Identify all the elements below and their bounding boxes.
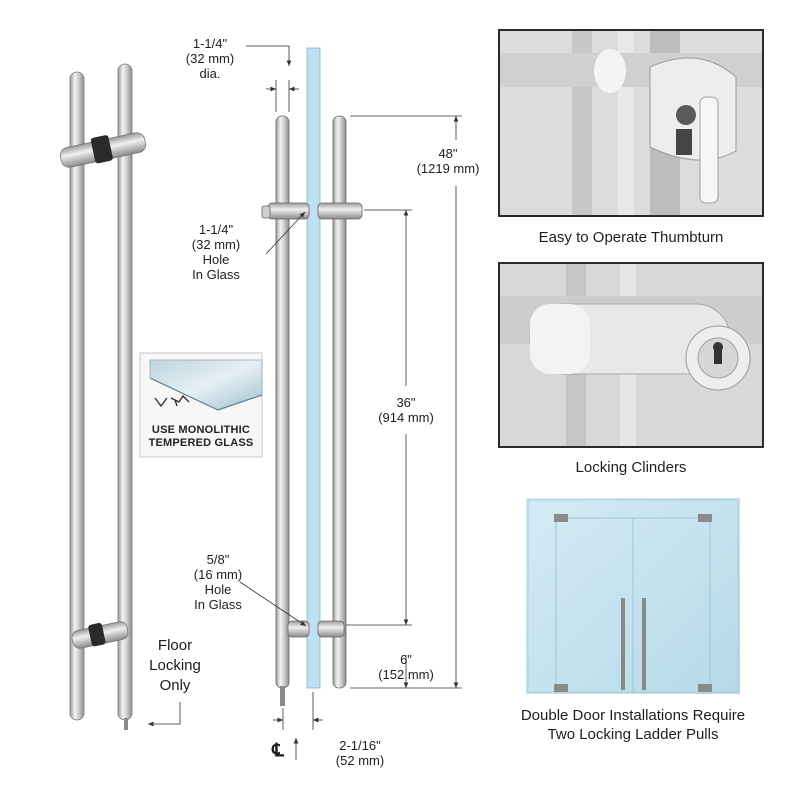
thumbturn-photo: [498, 29, 764, 217]
floor-bolt: [124, 718, 128, 730]
floor-bolt-elevation: [280, 686, 285, 706]
elevation-view: [261, 47, 363, 706]
center-span-label: 36" (914 mm): [378, 395, 434, 425]
upper-glass-gasket: [90, 135, 113, 164]
glass-badge-text: USE MONOLITHIC TEMPERED GLASS: [148, 424, 254, 449]
cylinders-caption: Locking Clinders: [575, 459, 687, 476]
standoff-label: 2-1/16" (52 mm): [335, 738, 385, 768]
dimension-lines: [148, 45, 462, 760]
lower-clamp-inside: [287, 620, 310, 638]
pipe-diameter-label: 1-1/4" (32 mm) dia.: [185, 36, 235, 81]
outside-pipe: [332, 115, 347, 689]
thumbturn-knob: [261, 205, 271, 219]
upper-clamp-inside: [267, 202, 310, 220]
lower-hole-label: 5/8" (16 mm) Hole In Glass: [193, 552, 243, 612]
bottom-offset-label: 6" (152 mm): [378, 652, 434, 682]
overall-length-label: 48" (1219 mm): [416, 146, 480, 176]
inside-pipe: [275, 115, 290, 689]
lower-clamp-outside: [317, 620, 345, 638]
upper-clamp-outside: [317, 202, 363, 220]
double-door-caption: Double Door Installations Require Two Lo…: [520, 707, 746, 743]
centerline-symbol: ℄: [272, 740, 284, 760]
floor-locking-note: Floor Locking Only: [149, 637, 201, 694]
double-door-illustration: [526, 498, 740, 694]
thumbturn-caption: Easy to Operate Thumbturn: [538, 229, 724, 246]
left-pipe: [69, 71, 85, 721]
glass-panel: [306, 47, 321, 689]
upper-hole-label: 1-1/4" (32 mm) Hole In Glass: [191, 222, 241, 282]
glass-symbol-icon: [154, 394, 190, 408]
product-perspective-view: [59, 63, 147, 730]
lower-glass-gasket: [88, 622, 106, 647]
glass-badge: [139, 352, 263, 458]
cylinders-photo: [498, 262, 764, 448]
